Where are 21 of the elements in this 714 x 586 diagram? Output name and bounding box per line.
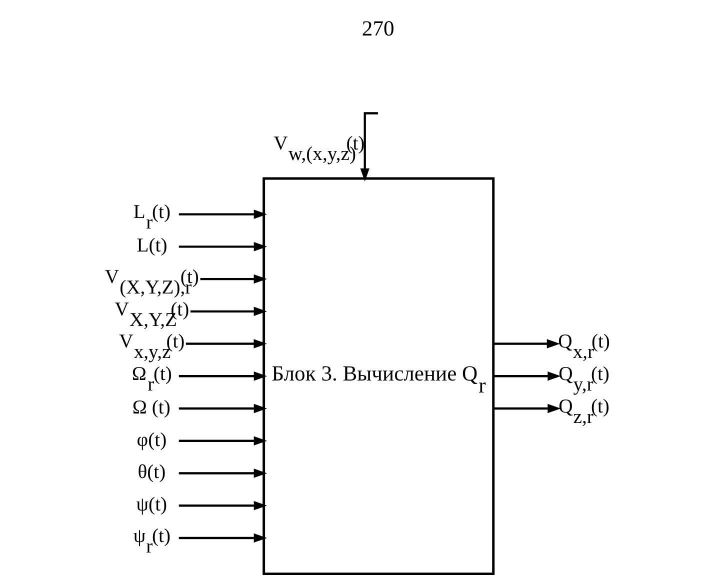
arrow bbox=[185, 339, 266, 348]
arrow bbox=[178, 242, 267, 252]
node-text: θ(t) bbox=[137, 462, 166, 484]
arrow bbox=[178, 436, 267, 446]
arrow bbox=[200, 274, 266, 284]
arrow bbox=[178, 468, 267, 478]
arrow bbox=[492, 339, 560, 348]
arrow bbox=[178, 404, 267, 414]
node-text: Ω (t) bbox=[132, 397, 170, 418]
node-text: ψ(t) bbox=[136, 494, 167, 516]
label: 270 bbox=[361, 16, 394, 40]
arrow bbox=[178, 501, 267, 510]
node-text: L(t) bbox=[136, 236, 167, 257]
arrow bbox=[178, 533, 267, 543]
arrow bbox=[492, 372, 560, 381]
arrow bbox=[190, 306, 266, 316]
node-text: φ(t) bbox=[136, 430, 166, 451]
arrow bbox=[178, 372, 267, 381]
arrow bbox=[360, 112, 378, 182]
arrow bbox=[178, 210, 267, 219]
arrow bbox=[492, 404, 560, 414]
